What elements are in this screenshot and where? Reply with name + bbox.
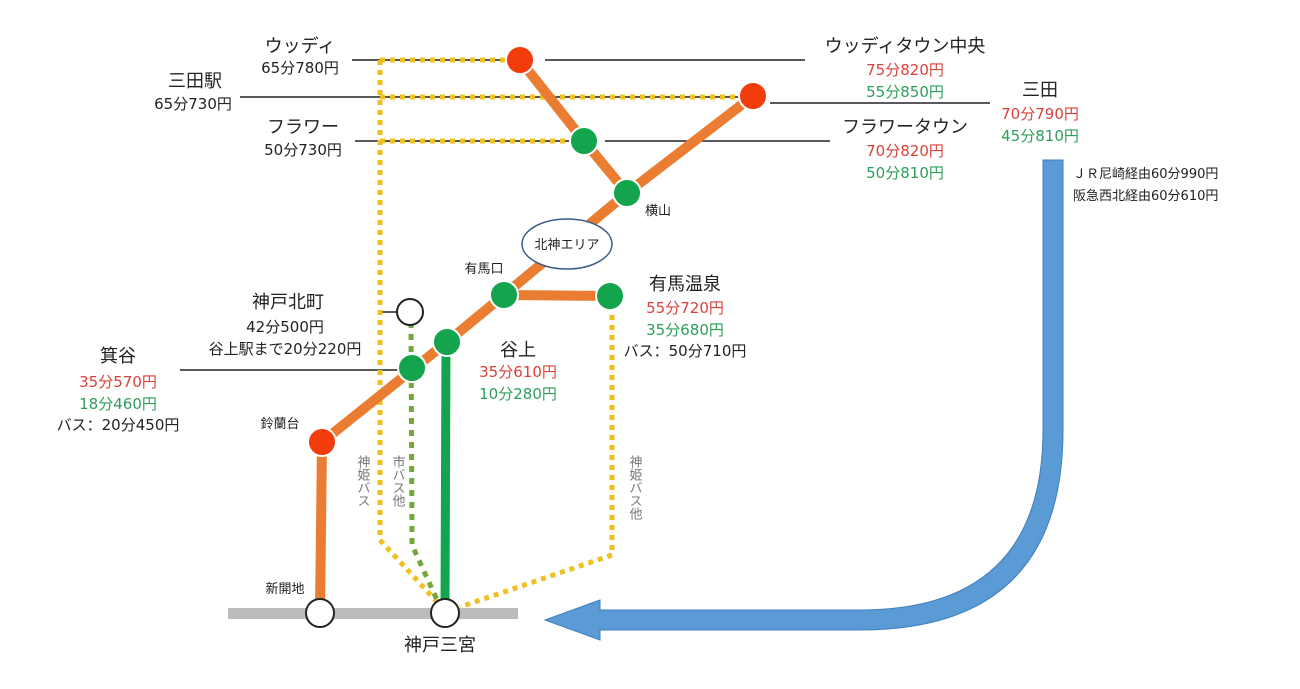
arima-onsen-red: 55分720円 <box>646 299 724 317</box>
flower-town-red: 70分820円 <box>866 142 944 160</box>
shinki-bus-lines <box>377 57 740 610</box>
sannomiya-name: 神戸三宮 <box>404 635 476 656</box>
yokoyama-name: 横山 <box>645 204 671 219</box>
jr-route-note: ＪＲ尼崎経由60分990円 <box>1073 167 1218 182</box>
tanigami-name: 谷上 <box>500 340 536 361</box>
kobe-base-line <box>228 608 518 619</box>
hankyu-route-note: 阪急西北経由60分610円 <box>1073 189 1218 204</box>
woody-name: ウッディ <box>265 36 336 57</box>
station-node-shinkaichi[interactable] <box>305 598 335 628</box>
station-node-sannomiya[interactable] <box>430 598 460 628</box>
minotani-bus: バス：20分450円 <box>57 416 180 434</box>
arimaguchi-name: 有馬口 <box>464 262 503 277</box>
subway-line <box>440 341 451 606</box>
station-node-minotani[interactable] <box>397 353 427 383</box>
flower-info: 50分730円 <box>264 141 342 159</box>
tanigami-green: 10分280円 <box>479 385 557 403</box>
station-node-yokoyama[interactable] <box>612 178 642 208</box>
station-node-flower-town[interactable] <box>569 126 599 156</box>
tanigami-red: 35分610円 <box>479 363 557 381</box>
woody-center-green: 55分850円 <box>866 83 944 101</box>
station-node-sanda[interactable] <box>738 81 768 111</box>
station-node-woody-center[interactable] <box>505 45 535 75</box>
minotani-red: 35分570円 <box>79 373 157 391</box>
station-node-arima-onsen[interactable] <box>595 281 625 311</box>
jr-hankyu-route-arrow <box>543 159 1064 641</box>
flower-name: フラワー <box>267 117 339 138</box>
kobe-kitamachi-info2: 谷上駅まで20分220円 <box>209 340 362 358</box>
sanda-eki-name: 三田駅 <box>168 71 222 92</box>
arima-onsen-green: 35分680円 <box>646 321 724 339</box>
sanda-green: 45分810円 <box>1001 127 1079 145</box>
station-node-suzurandai[interactable] <box>307 427 337 457</box>
sanda-red: 70分790円 <box>1001 105 1079 123</box>
shinki-bus-other-label: 神姫バス他 <box>627 455 643 521</box>
sanda-name: 三田 <box>1022 80 1058 101</box>
arima-onsen-name: 有馬温泉 <box>649 274 721 295</box>
suzurandai-name: 鈴蘭台 <box>260 416 299 432</box>
station-node-kobe-kitamachi[interactable] <box>396 298 424 326</box>
station-node-arimaguchi[interactable] <box>489 280 519 310</box>
flower-town-name: フラワータウン <box>842 117 968 138</box>
minotani-name: 箕谷 <box>100 346 136 367</box>
woody-info: 65分780円 <box>261 59 339 77</box>
minotani-green: 18分460円 <box>79 395 157 413</box>
hokushin-area-badge <box>521 218 613 270</box>
kobe-kitamachi-info: 42分500円 <box>246 318 324 336</box>
area-label: 北神エリア <box>534 238 599 253</box>
flower-town-green: 50分810円 <box>866 164 944 182</box>
city-bus-label: 市バス他 <box>390 454 406 508</box>
shinki-bus-label: 神姫バス <box>355 455 371 507</box>
woody-center-name: ウッディタウン中央 <box>825 36 986 57</box>
shinkaichi-name: 新開地 <box>265 581 304 597</box>
sanda-eki-info: 65分730円 <box>154 95 232 113</box>
city-bus-line <box>408 321 441 604</box>
station-node-tanigami[interactable] <box>432 327 462 357</box>
woody-center-red: 75分820円 <box>866 61 944 79</box>
kobe-kitamachi-name: 神戸北町 <box>252 292 324 313</box>
arima-onsen-bus: バス：50分710円 <box>624 342 747 360</box>
